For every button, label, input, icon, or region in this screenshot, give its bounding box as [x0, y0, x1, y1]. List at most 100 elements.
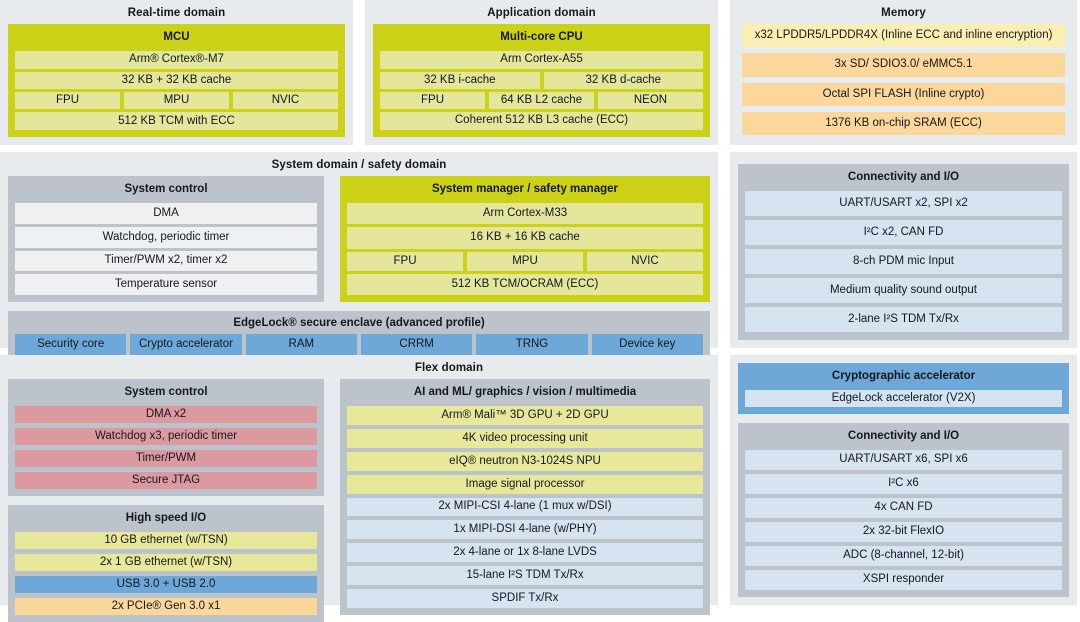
- memory-title: Memory: [881, 7, 926, 19]
- cpu-unit-l2: 64 KB L2 cache: [489, 92, 594, 109]
- system-manager-core: Arm Cortex-M33: [347, 203, 703, 225]
- top-band: Real-time domain MCU Arm® Cortex®-M7 32 …: [0, 0, 1080, 145]
- mcu-unit-nvic: NVIC: [233, 92, 338, 110]
- mcu-unit-fpu: FPU: [15, 92, 120, 110]
- panel-crypto-connectivity: Cryptographic accelerator EdgeLock accel…: [730, 355, 1077, 605]
- high-speed-io-row: 2x 1 GB ethernet (w/TSN): [15, 554, 317, 571]
- mcu-unit-mpu: MPU: [124, 92, 229, 110]
- high-speed-io-row: 2x PCIe® Gen 3.0 x1: [15, 598, 317, 615]
- middle-band: System domain / safety domain System con…: [0, 152, 1080, 362]
- mcu-units-line: FPU MPU NVIC: [15, 92, 338, 110]
- memory-row: 1376 KB on-chip SRAM (ECC): [742, 111, 1065, 135]
- memory-row: x32 LPDDR5/LPDDR4X (Inline ECC and inlin…: [742, 24, 1065, 48]
- enclave-cell: TRNG: [476, 334, 588, 355]
- high-speed-io-title: High speed I/O: [125, 512, 207, 524]
- mcu-core: Arm® Cortex®-M7: [15, 51, 338, 69]
- system-domain-columns: System control DMA Watchdog, periodic ti…: [8, 176, 710, 302]
- connectivity-mid-row: 8-ch PDM mic Input: [745, 249, 1062, 274]
- system-control-row: Timer/PWM x2, timer x2: [15, 250, 317, 272]
- high-speed-io-row: USB 3.0 + USB 2.0: [15, 576, 317, 593]
- flex-system-control-title: System control: [124, 386, 208, 398]
- connectivity-bot-title: Connectivity and I/O: [847, 430, 960, 442]
- ai-ml-row: 4K video processing unit: [347, 428, 703, 448]
- connectivity-bot-row: UART/USART x6, SPI x6: [745, 450, 1062, 470]
- ai-ml-row: Image signal processor: [347, 474, 703, 494]
- flex-right-column: AI and ML/ graphics / vision / multimedi…: [340, 379, 710, 615]
- ai-ml-row: Arm® Mali™ 3D GPU + 2D GPU: [347, 406, 703, 425]
- crypto-accelerator-row: EdgeLock accelerator (V2X): [745, 390, 1062, 407]
- ai-ml-row: 2x MIPI-CSI 4-lane (1 mux w/DSI): [347, 497, 703, 517]
- group-system-control: System control DMA Watchdog, periodic ti…: [8, 176, 324, 302]
- enclave-title: EdgeLock® secure enclave (advanced profi…: [233, 317, 485, 329]
- panel-system-domain: System domain / safety domain System con…: [0, 152, 718, 362]
- realtime-domain-title: Real-time domain: [127, 7, 226, 19]
- connectivity-bot-row: I²C x6: [745, 474, 1062, 494]
- application-domain-title: Application domain: [487, 7, 596, 19]
- connectivity-mid-row: UART/USART x2, SPI x2: [745, 191, 1062, 216]
- system-manager-tcm: 512 KB TCM/OCRAM (ECC): [347, 273, 703, 295]
- mcu-cache: 32 KB + 32 KB cache: [15, 71, 338, 90]
- group-ai-ml: AI and ML/ graphics / vision / multimedi…: [340, 379, 710, 615]
- enclave-cell: Device key: [591, 334, 703, 355]
- connectivity-mid-row: Medium quality sound output: [745, 278, 1062, 303]
- system-control-row: Temperature sensor: [15, 274, 317, 295]
- flex-system-control-row: DMA x2: [15, 406, 317, 423]
- crypto-accelerator-title: Cryptographic accelerator: [831, 370, 976, 382]
- system-manager-unit-fpu: FPU: [347, 251, 463, 271]
- memory-row: 3x SD/ SDIO3.0/ eMMC5.1: [742, 53, 1065, 77]
- mcu-tcm: 512 KB TCM with ECC: [15, 112, 338, 131]
- system-control-row: DMA: [15, 203, 317, 224]
- panel-realtime-domain: Real-time domain MCU Arm® Cortex®-M7 32 …: [0, 0, 353, 145]
- system-manager-cache: 16 KB + 16 KB cache: [347, 227, 703, 249]
- bottom-band: Flex domain System control DMA x2 Watchd…: [0, 355, 1080, 622]
- cpu-units-line: FPU 64 KB L2 cache NEON: [380, 92, 703, 109]
- cpu-unit-neon: NEON: [598, 92, 703, 109]
- connectivity-bot-row: 2x 32-bit FlexIO: [745, 522, 1062, 542]
- group-multicore-cpu: Multi-core CPU Arm Cortex-A55 32 KB i-ca…: [373, 24, 710, 137]
- enclave-cell: Crypto accelerator: [130, 334, 242, 355]
- cpu-unit-fpu: FPU: [380, 92, 485, 109]
- system-manager-unit-nvic: NVIC: [587, 251, 703, 271]
- cpu-icache: 32 KB i-cache: [380, 72, 540, 89]
- system-control-title: System control: [124, 183, 208, 195]
- system-domain-title: System domain / safety domain: [271, 159, 447, 171]
- system-manager-title: System manager / safety manager: [431, 183, 618, 195]
- group-connectivity-mid: Connectivity and I/O UART/USART x2, SPI …: [738, 164, 1069, 340]
- enclave-cell: CRRM: [360, 334, 473, 355]
- flex-domain-columns: System control DMA x2 Watchdog x3, perio…: [8, 379, 710, 622]
- group-system-manager: System manager / safety manager Arm Cort…: [340, 176, 710, 302]
- cpu-title: Multi-core CPU: [500, 31, 583, 43]
- ai-ml-row: eIQ® neutron N3-1024S NPU: [347, 451, 703, 471]
- cpu-l3: Coherent 512 KB L3 cache (ECC): [380, 112, 703, 130]
- group-flex-system-control: System control DMA x2 Watchdog x3, perio…: [8, 379, 324, 496]
- memory-row: Octal SPI FLASH (Inline crypto): [742, 82, 1065, 106]
- system-control-row: Watchdog, periodic timer: [15, 226, 317, 248]
- group-connectivity-bot: Connectivity and I/O UART/USART x6, SPI …: [738, 423, 1069, 597]
- flex-left-column: System control DMA x2 Watchdog x3, perio…: [8, 379, 324, 622]
- system-manager-unit-mpu: MPU: [467, 251, 583, 271]
- ai-ml-title: AI and ML/ graphics / vision / multimedi…: [413, 386, 637, 398]
- high-speed-io-row: 10 GB ethernet (w/TSN): [15, 532, 317, 549]
- enclave-cells: Security core Crypto accelerator RAM CRR…: [15, 334, 703, 355]
- mcu-core-label: Arm® Cortex®-M7: [129, 53, 224, 66]
- group-high-speed-io: High speed I/O 10 GB ethernet (w/TSN) 2x…: [8, 505, 324, 622]
- connectivity-mid-row: I²C x2, CAN FD: [745, 220, 1062, 245]
- flex-system-control-row: Timer/PWM: [15, 450, 317, 467]
- system-manager-units-line: FPU MPU NVIC: [347, 251, 703, 271]
- group-mcu: MCU Arm® Cortex®-M7 32 KB + 32 KB cache …: [8, 24, 345, 137]
- cpu-core: Arm Cortex-A55: [380, 51, 703, 69]
- flex-system-control-row: Secure JTAG: [15, 472, 317, 489]
- group-cryptographic-accelerator: Cryptographic accelerator EdgeLock accel…: [738, 363, 1069, 414]
- flex-system-control-row: Watchdog x3, periodic timer: [15, 428, 317, 445]
- panel-application-domain: Application domain Multi-core CPU Arm Co…: [365, 0, 718, 145]
- panel-flex-domain: Flex domain System control DMA x2 Watchd…: [0, 355, 718, 622]
- connectivity-bot-row: 4x CAN FD: [745, 498, 1062, 518]
- connectivity-mid-row: 2-lane I²S TDM Tx/Rx: [745, 307, 1062, 332]
- ai-ml-row: 2x 4-lane or 1x 8-lane LVDS: [347, 543, 703, 563]
- connectivity-mid-title: Connectivity and I/O: [847, 171, 960, 183]
- enclave-cell: RAM: [245, 334, 357, 355]
- memory-rows: x32 LPDDR5/LPDDR4X (Inline ECC and inlin…: [738, 24, 1069, 137]
- group-edgelock-secure-enclave: EdgeLock® secure enclave (advanced profi…: [8, 311, 710, 362]
- flex-domain-title: Flex domain: [414, 362, 484, 374]
